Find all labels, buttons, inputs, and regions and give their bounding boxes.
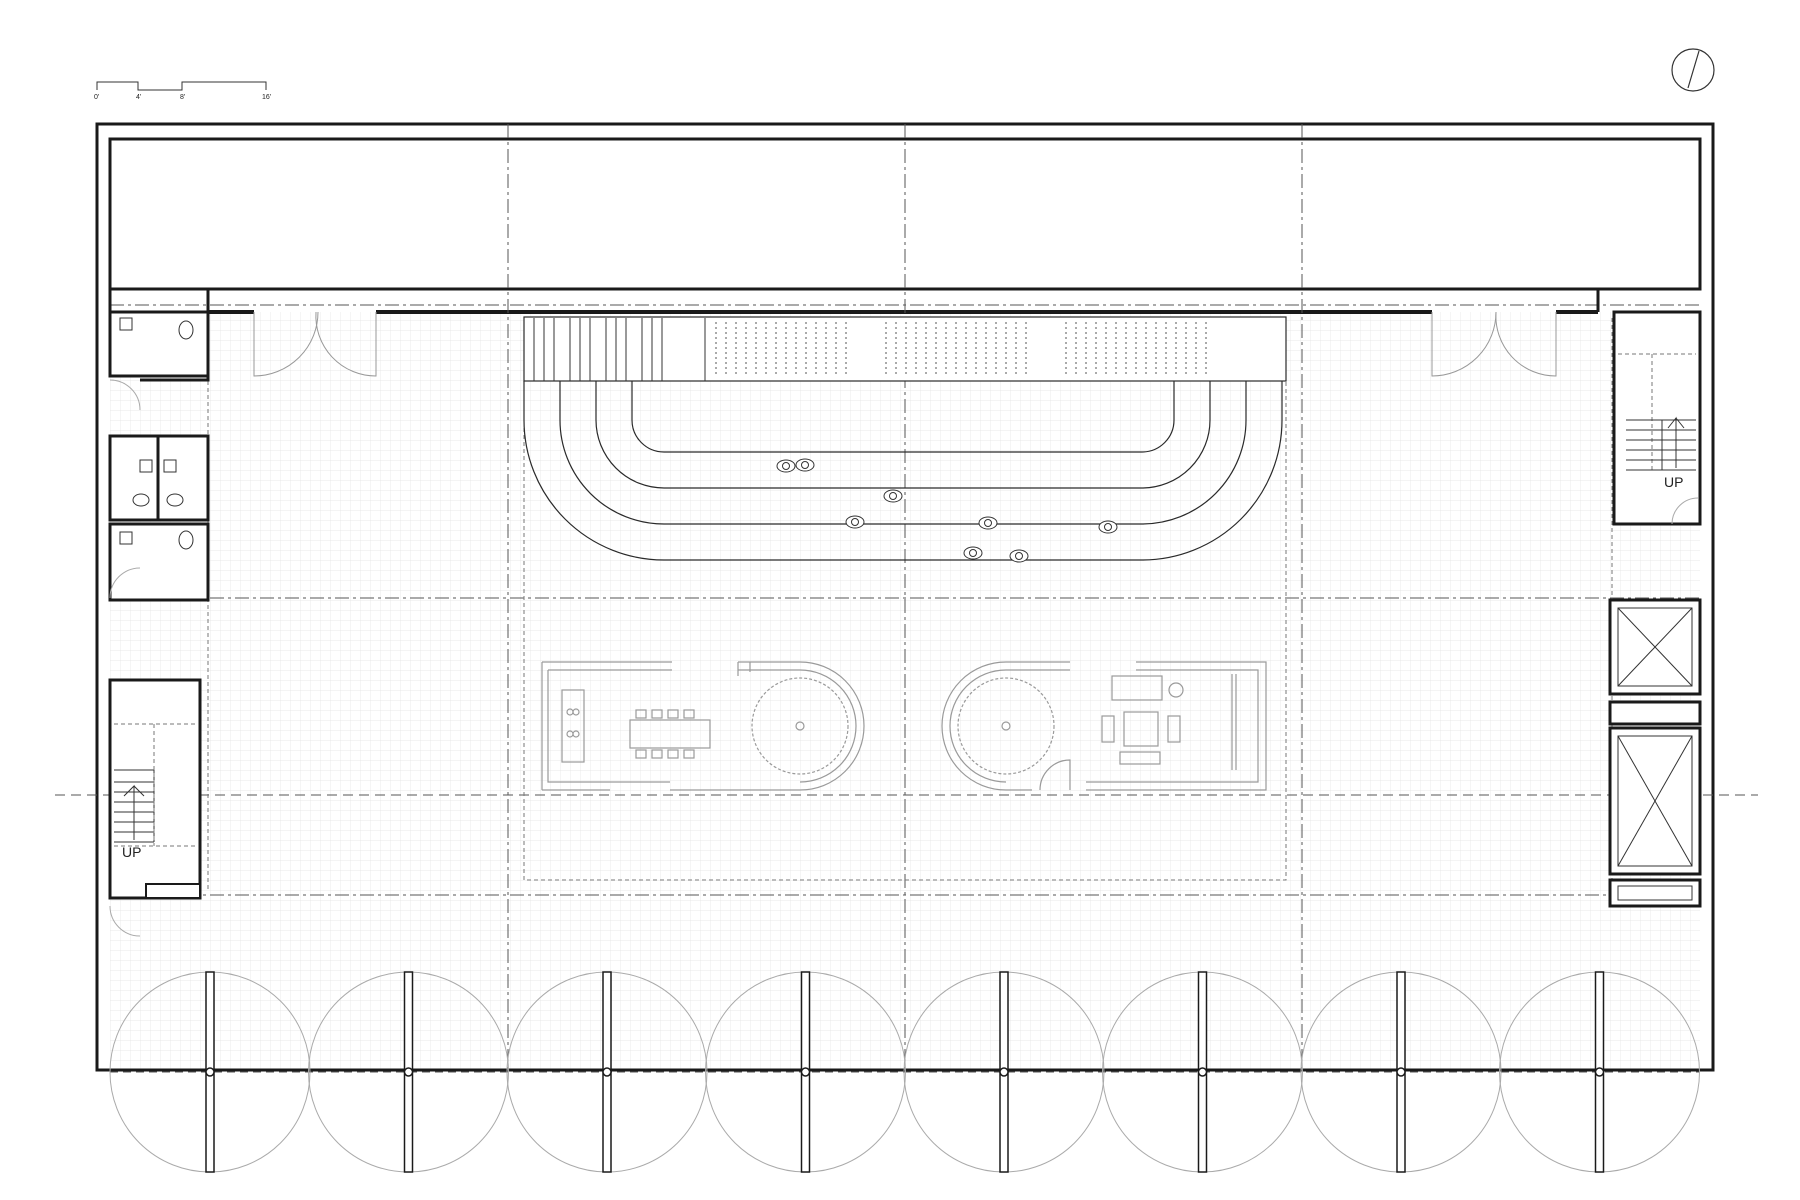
canopy-pivot <box>1396 1067 1406 1077</box>
stair-core-right <box>1612 310 1702 526</box>
column-grid <box>110 124 1700 1070</box>
scale-tick-16: 16' <box>262 94 271 101</box>
scale-bar <box>96 81 267 91</box>
stage-hatch <box>715 322 1207 376</box>
stair-core-left <box>108 678 202 900</box>
stair-right-up-label: UP <box>1664 474 1683 490</box>
stair-left-up-label: UP <box>122 844 141 860</box>
right-core-details <box>1617 353 1699 901</box>
kitchen-counter <box>561 689 585 763</box>
person-icon <box>883 489 903 503</box>
scale-tick-4: 4' <box>136 94 141 101</box>
amphitheater-seating <box>523 316 1287 561</box>
restroom <box>156 434 210 522</box>
service-slot <box>1608 700 1702 726</box>
canopy-pivot <box>999 1067 1009 1077</box>
spiral-stair <box>957 677 1055 775</box>
left-fixtures <box>109 317 194 937</box>
dining-table <box>629 719 711 749</box>
stair-treads-left <box>533 318 663 381</box>
service-slot <box>1608 878 1702 908</box>
person-icon <box>795 458 815 472</box>
canopy-pivot <box>800 1067 811 1077</box>
north-arrow-icon <box>1671 48 1715 92</box>
unit-right <box>941 661 1267 791</box>
restroom <box>108 310 210 378</box>
sofa <box>1111 675 1163 701</box>
person-icon <box>845 515 865 529</box>
scale-tick-8: 8' <box>180 94 185 101</box>
canopy-columns <box>109 971 1700 1173</box>
canopy-pivot <box>205 1067 215 1077</box>
right-core <box>1596 287 1702 908</box>
canopy-pivot <box>602 1067 612 1077</box>
spiral-stair <box>751 677 849 775</box>
unit-left <box>541 661 865 791</box>
person-icon <box>1009 549 1029 563</box>
canopy-pivot <box>403 1067 414 1077</box>
building-outline <box>95 122 1715 1072</box>
person-icon <box>1098 520 1118 534</box>
restroom <box>108 522 210 602</box>
people <box>776 458 1118 563</box>
stage-bench <box>523 316 1287 382</box>
person-icon <box>963 546 983 560</box>
restroom <box>108 434 160 522</box>
canopy-pivot <box>1197 1067 1208 1077</box>
scale-bar-ticks: 0' 4' 8' 16' <box>94 94 271 101</box>
scale-tick-0: 0' <box>94 94 99 101</box>
person-icon <box>978 516 998 530</box>
stair-left-treads <box>114 723 201 899</box>
left-core <box>108 287 210 900</box>
coffee-table <box>1123 711 1159 747</box>
canopy-pivot <box>1594 1067 1605 1077</box>
roof-band <box>108 137 1702 291</box>
entry-doors <box>253 311 1557 377</box>
person-icon <box>776 459 796 473</box>
chairs <box>635 709 695 759</box>
